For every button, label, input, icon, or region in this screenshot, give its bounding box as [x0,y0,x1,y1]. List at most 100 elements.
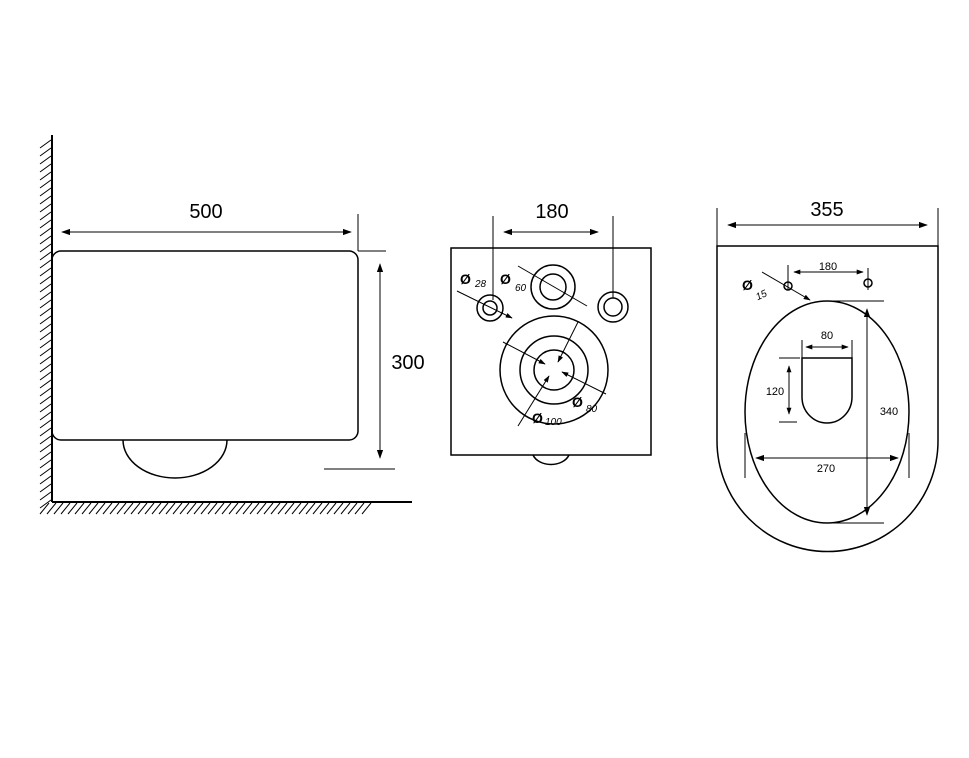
left-hole-dia-symbol: Ø [460,271,471,287]
hatch-line [39,195,52,205]
hatch-line [39,443,52,453]
hatch-line [39,467,52,477]
hatch-line [347,502,358,515]
hatch-line [39,459,52,469]
top-view: 355 180 Ø 15 80 120 340 270 [716,199,939,553]
hatch-line [39,403,52,413]
hatch-line [277,502,288,515]
side-width-label: 500 [189,201,222,223]
hatch-line [39,499,52,509]
hatch-line [361,502,372,515]
side-view: 500 300 [39,135,425,515]
hatch-line [39,451,52,461]
left-hole-dia-label: 28 [474,279,487,290]
hatch-line [39,227,52,237]
left-hole-leader [456,290,513,319]
back-outlet-bump [532,454,570,466]
outlet-leader-ul [502,341,546,365]
hatch-line [39,291,52,301]
hatch-line [39,483,52,493]
hatch-line [193,502,204,515]
back-plate [450,247,652,456]
side-height-label: 300 [391,352,424,374]
hatch-line [39,331,52,341]
toilet-body-side [51,250,359,441]
outlet-leader-dl [517,375,550,427]
bolt-hole-dia-label: 15 [754,288,769,303]
outlet-inner-dia-label: 80 [586,404,598,415]
hatch-line [214,502,225,515]
hatch-line [39,427,52,437]
top-hole-inner [539,273,567,301]
hatch-line [165,502,176,515]
toilet-outlet-side [122,439,228,479]
hatch-line [39,323,52,333]
hatch-line [67,502,78,515]
hatch-line [179,502,190,515]
outlet-outer-dia-symbol: Ø [532,410,543,426]
hatch-line [228,502,239,515]
hatch-line [39,363,52,373]
bolt-spacing-label: 180 [819,261,837,273]
top-width-label: 355 [810,199,843,221]
bolt-hole-right [863,278,873,288]
hatch-line [39,307,52,317]
top-hole-leader [517,265,588,307]
hatch-line [39,163,52,173]
hatch-line [284,502,295,515]
hatch-line [39,419,52,429]
hatch-line [172,502,183,515]
hatch-line [95,502,106,515]
floor-hatching [39,502,372,515]
hatch-line [46,502,57,515]
outlet-middle-circle [519,335,589,405]
hatch-line [256,502,267,515]
wall-hatching [39,139,52,509]
hatch-line [39,155,52,165]
hatch-line [158,502,169,515]
hatch-line [130,502,141,515]
hatch-line [39,211,52,221]
hatch-line [116,502,127,515]
hatch-line [263,502,274,515]
hatch-line [298,502,309,515]
hatch-line [242,502,253,515]
hatch-line [39,147,52,157]
toilet-outline-top [716,245,939,553]
hatch-line [39,139,52,149]
hatch-line [270,502,281,515]
hatch-line [109,502,120,515]
hatch-line [102,502,113,515]
hatch-line [39,387,52,397]
hatch-line [39,275,52,285]
bowl-opening [801,357,853,424]
outlet-outer-dia-label: 100 [545,417,562,428]
hatch-line [354,502,365,515]
hatch-line [39,283,52,293]
hatch-line [39,355,52,365]
hatch-line [39,219,52,229]
hatch-line [39,171,52,181]
hatch-line [39,502,50,515]
top-hole-dia-label: 60 [515,283,527,294]
hatch-line [39,299,52,309]
hatch-line [319,502,330,515]
right-hole-outer [597,291,629,323]
left-hole-inner [482,300,498,316]
hatch-line [53,502,64,515]
hatch-line [137,502,148,515]
top-hole-dia-symbol: Ø [500,271,511,287]
hatch-line [39,251,52,261]
hatch-line [123,502,134,515]
opening-width-label: 80 [821,330,833,342]
seat-length-label: 340 [880,406,898,418]
hatch-line [39,371,52,381]
hatch-line [39,475,52,485]
hatch-line [249,502,260,515]
opening-height-label: 120 [766,386,784,398]
hatch-line [186,502,197,515]
outlet-outer-circle [499,315,609,425]
back-view: 180 Ø 28 Ø 60 Ø 80 Ø 100 [450,201,652,466]
hatch-line [39,379,52,389]
